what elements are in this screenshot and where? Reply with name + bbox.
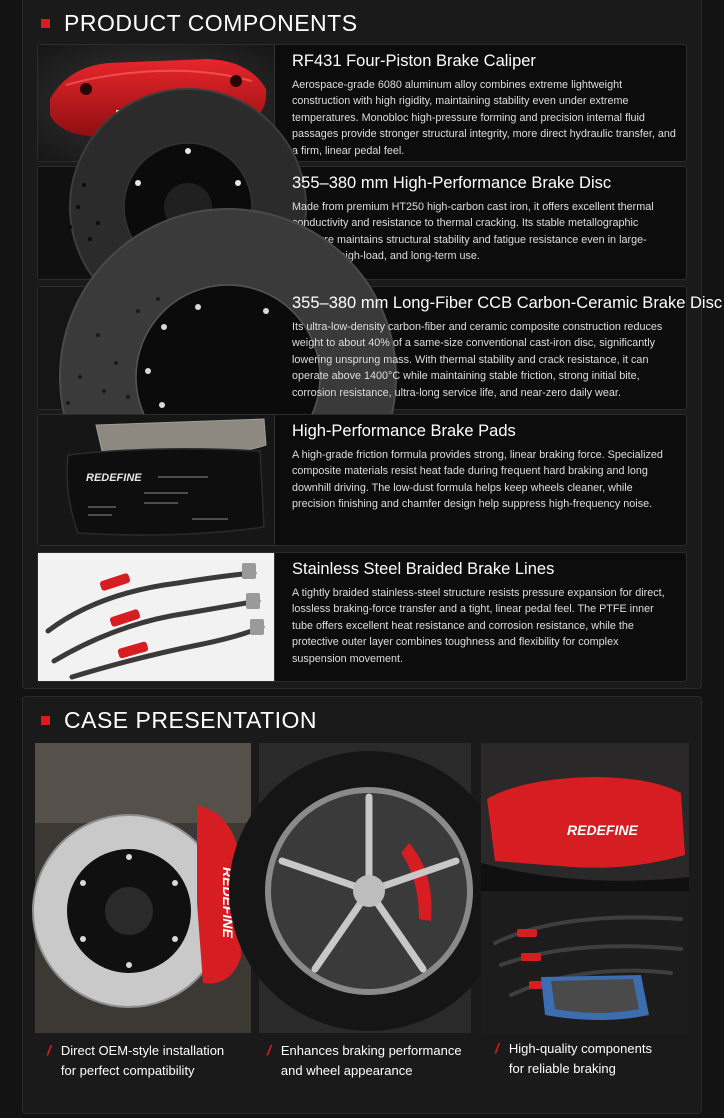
component-title: High-Performance Brake Pads bbox=[292, 422, 516, 440]
case-photo-wheel bbox=[229, 743, 509, 1033]
component-title: 355–380 mm Long-Fiber CCB Carbon-Ceramic… bbox=[292, 294, 723, 312]
caption-line: for perfect compatibility bbox=[60, 1062, 195, 1078]
caption-line: Enhances braking performance bbox=[280, 1043, 462, 1058]
component-card-ccb-disc: 355–380 mm Long-Fiber CCB Carbon-Ceramic… bbox=[37, 208, 723, 546]
component-desc: Made from premium HT250 high-carbon cast… bbox=[292, 201, 654, 263]
case-caption-kit: / High-quality components for reliable br… bbox=[495, 1039, 695, 1078]
slash-icon: / bbox=[267, 1042, 271, 1058]
caption-line: Direct OEM-style installation bbox=[60, 1043, 225, 1058]
component-title: RF431 Four-Piston Brake Caliper bbox=[292, 52, 536, 70]
brake-pads-photo: REDEFINE bbox=[38, 415, 275, 545]
ccb-disc-photo bbox=[38, 208, 397, 546]
slash-icon: / bbox=[47, 1042, 51, 1058]
component-title: 355–380 mm High-Performance Brake Disc bbox=[292, 174, 612, 192]
component-desc: A high-grade friction formula provides s… bbox=[292, 449, 663, 511]
components-header: PRODUCT COMPONENTS bbox=[41, 10, 358, 37]
component-desc: A tightly braided stainless-steel struct… bbox=[292, 587, 665, 665]
cases-header: CASE PRESENTATION bbox=[41, 707, 317, 734]
case-presentation-panel: CASE PRESENTATION REDEFINE bbox=[22, 696, 702, 1114]
case-photo-installation: REDEFINE bbox=[32, 743, 251, 1033]
cases-title: CASE PRESENTATION bbox=[64, 707, 318, 733]
brake-lines-photo bbox=[38, 553, 275, 681]
component-title: Stainless Steel Braided Brake Lines bbox=[292, 560, 555, 578]
product-components-panel: PRODUCT COMPONENTS REDEFINE bbox=[22, 0, 723, 689]
caption-line: for reliable braking bbox=[508, 1060, 616, 1076]
case-caption-wheel: / Enhances braking performance and wheel … bbox=[267, 1041, 477, 1080]
component-card-brake-pads: REDEFINE High-Performance Brake Pads A h… bbox=[37, 414, 687, 546]
case-caption-installation: / Direct OEM-style installation for perfe… bbox=[47, 1041, 255, 1080]
slash-icon: / bbox=[495, 1040, 499, 1056]
pads-logo: REDEFINE bbox=[86, 472, 142, 484]
components-title: PRODUCT COMPONENTS bbox=[64, 10, 358, 36]
component-desc: Aerospace-grade 6080 aluminum alloy comb… bbox=[292, 79, 676, 157]
case-photo-kit: REDEFINE bbox=[481, 743, 689, 1033]
section-marker-icon bbox=[41, 716, 50, 725]
component-card-brake-lines: Stainless Steel Braided Brake Lines A ti… bbox=[37, 552, 687, 682]
section-marker-icon bbox=[41, 19, 50, 28]
component-desc: Its ultra-low-density carbon-fiber and c… bbox=[292, 321, 663, 399]
caption-line: and wheel appearance bbox=[280, 1062, 413, 1078]
caption-line: High-quality components bbox=[508, 1041, 652, 1056]
case-kit-logo: REDEFINE bbox=[567, 822, 638, 838]
